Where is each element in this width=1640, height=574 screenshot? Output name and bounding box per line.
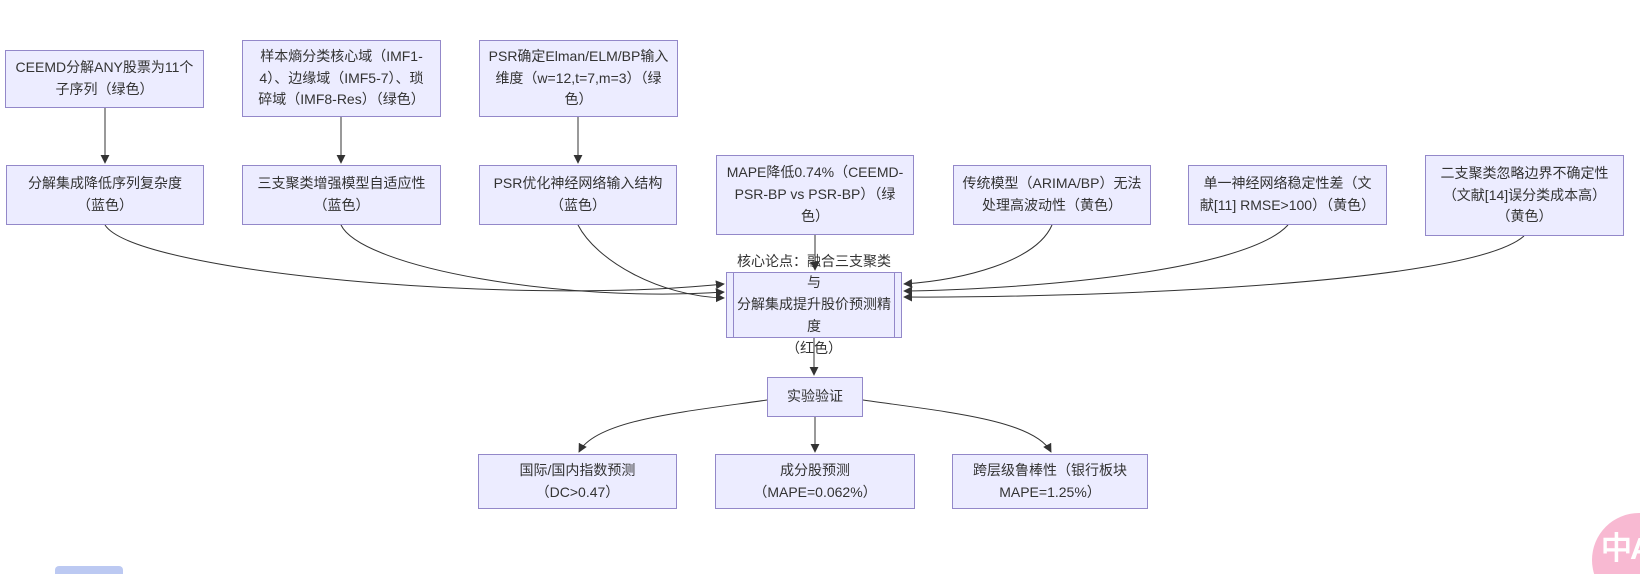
node-traditional-model: 传统模型（ARIMA/BP）无法 处理高波动性（黄色） — [953, 165, 1151, 225]
node-experiment-validation: 实验验证 — [767, 377, 863, 417]
node-index-prediction: 国际/国内指数预测 （DC>0.47） — [478, 454, 677, 509]
node-psr-optimize: PSR优化神经网络输入结构 （蓝色） — [479, 165, 677, 225]
edge-traditional-to-core — [903, 224, 1053, 288]
node-mape-reduction: MAPE降低0.74%（CEEMD- PSR-BP vs PSR-BP）（绿 色… — [716, 155, 914, 235]
node-single-network: 单一神经网络稳定性差（文 献[11] RMSE>100）（黄色） — [1188, 165, 1387, 225]
edge-singlenn-to-core — [903, 224, 1289, 296]
node-stock-prediction: 成分股预测 （MAPE=0.062%） — [715, 454, 915, 509]
node-decomposition-ensemble: 分解集成降低序列复杂度 （蓝色） — [6, 165, 204, 225]
node-two-way-clustering: 二支聚类忽略边界不确定性 （文献[14]误分类成本高） （黄色） — [1425, 155, 1624, 236]
node-three-way-clustering: 三支聚类增强模型自适应性 （蓝色） — [242, 165, 441, 225]
clipped-bottom-element — [55, 566, 123, 574]
edge-experiment-to-index — [578, 399, 768, 453]
edge-decomposition-to-core — [104, 224, 725, 292]
node-psr-input-dimension: PSR确定Elman/ELM/BP输入 维度（w=12,t=7,m=3）（绿 色… — [479, 40, 678, 117]
node-core-thesis: 核心论点：融合三支聚类与 分解集成提升股价预测精度 （红色） — [726, 253, 902, 356]
translate-badge-label: 中A — [1601, 531, 1640, 566]
edge-experiment-to-robustness — [862, 399, 1052, 453]
translate-badge[interactable]: 中A — [1592, 513, 1640, 574]
node-sample-entropy: 样本熵分类核心域（IMF1- 4）、边缘域（IMF5-7）、琐 碎域（IMF8-… — [242, 40, 441, 117]
node-cross-level-robustness: 跨层级鲁棒性（银行板块 MAPE=1.25%） — [952, 454, 1148, 509]
node-ceemd-decompose: CEEMD分解ANY股票为11个 子序列（绿色） — [5, 50, 204, 108]
edge-twoway-to-core — [903, 235, 1525, 302]
edge-threeway-to-core — [340, 224, 725, 298]
edge-psropt-to-core — [577, 224, 725, 303]
